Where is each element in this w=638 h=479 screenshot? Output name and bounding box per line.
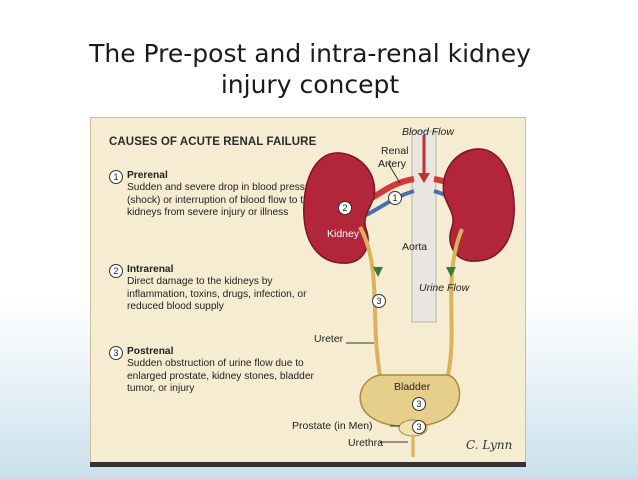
cause-intrarenal: 2 Intrarenal Direct damage to the kidney… [109,264,329,314]
kidney-right [442,148,515,262]
illustrator-signature: C. Lynn [466,438,513,452]
marker-kidney: 2 [338,201,352,215]
label-renal: Renal [381,145,409,157]
renal-artery-pointer [387,162,401,184]
label-ureter: Ureter [314,333,344,345]
label-kidney: Kidney [327,228,360,240]
slide-title-line1: The Pre-post and intra-renal kidney [89,39,531,68]
marker-bladder: 3 [412,397,426,411]
urine-flow-arrowhead-right [446,267,456,277]
figure-bottom-bar [90,462,526,467]
slide-title-line2: injury concept [220,70,400,99]
slide-title: The Pre-post and intra-renal kidney inju… [30,38,590,100]
marker-ureter: 3 [372,294,386,308]
marker-artery: 1 [388,191,402,205]
cause-title: Postrenal [127,346,174,357]
label-bladder: Bladder [394,381,431,393]
label-prostate: Prostate (in Men) [292,420,373,432]
aorta-shape [411,130,437,323]
cause-description: Direct damage to the kidneys by inflamma… [127,276,307,313]
cause-description: Sudden and severe drop in blood pressure… [127,182,320,219]
cause-postrenal: 3 Postrenal Sudden obstruction of urine … [109,346,329,396]
ureter-right [446,228,464,376]
figure-heading: CAUSES OF ACUTE RENAL FAILURE [109,136,317,148]
cause-description: Sudden obstruction of urine flow due to … [127,358,314,395]
marker-prostate: 3 [412,420,426,434]
cause-number: 2 [109,264,123,278]
urine-flow-arrowhead-left [373,267,383,277]
blood-flow-arrowhead [418,173,430,183]
label-blood-flow: Blood Flow [402,126,454,138]
cause-number: 3 [109,346,123,360]
label-urethra: Urethra [348,437,384,449]
cause-prerenal: 1 Prerenal Sudden and severe drop in blo… [109,170,329,220]
cause-title: Intrarenal [127,264,174,275]
cause-title: Prerenal [127,170,168,181]
label-urine-flow: Urine Flow [419,282,470,294]
label-artery: Artery [378,158,407,170]
label-aorta: Aorta [402,241,428,253]
cause-number: 1 [109,170,123,184]
